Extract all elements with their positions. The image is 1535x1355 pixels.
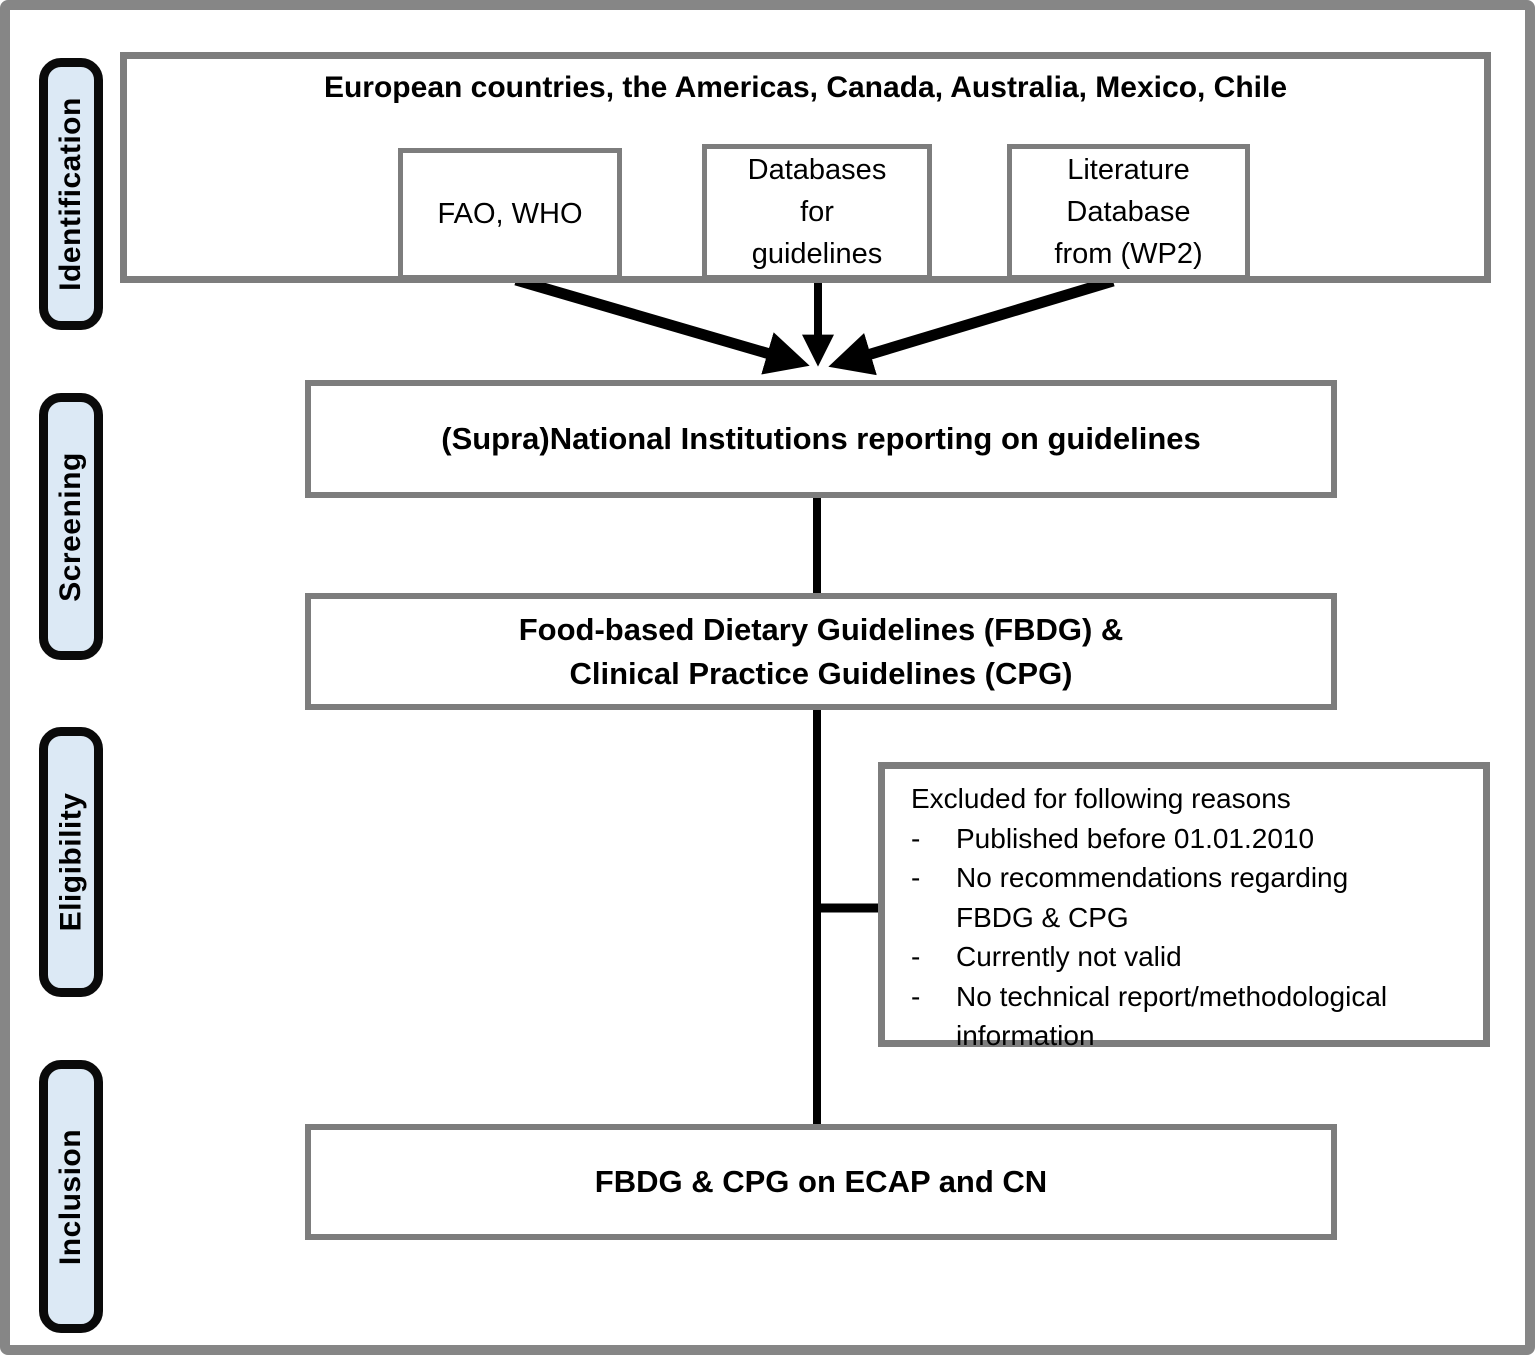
excluded-reason-text: No technical report/methodological infor… bbox=[956, 980, 1388, 1052]
scope-box-title: European countries, the Americas, Canada… bbox=[323, 71, 1288, 104]
excluded-reason-item: - No recommendations regarding FBDG & CP… bbox=[911, 858, 1469, 937]
bullet-dash: - bbox=[911, 941, 921, 972]
bullet-dash: - bbox=[911, 980, 921, 1012]
connector-literature-to-institutions bbox=[828, 275, 1115, 376]
guidelines-box: Food-based Dietary Guidelines (FBDG) & C… bbox=[305, 593, 1337, 710]
stage-eligibility: Eligibility bbox=[39, 727, 103, 997]
stage-eligibility-label: Eligibility bbox=[54, 792, 88, 932]
source-box-literature: Literature Database from (WP2) bbox=[1007, 144, 1250, 280]
institutions-box: (Supra)National Institutions reporting o… bbox=[305, 380, 1337, 498]
connector-fao-to-institutions bbox=[514, 274, 810, 375]
guidelines-box-label: Food-based Dietary Guidelines (FBDG) & C… bbox=[518, 611, 1124, 691]
source-box-fao-who-label: FAO, WHO bbox=[437, 198, 583, 230]
stage-identification: Identification bbox=[39, 58, 103, 330]
excluded-reason-item: - Published before 01.01.2010 bbox=[911, 819, 1469, 859]
institutions-box-label: (Supra)National Institutions reporting o… bbox=[441, 421, 1201, 456]
stage-inclusion-label: Inclusion bbox=[54, 1128, 87, 1265]
bullet-dash: - bbox=[911, 862, 921, 893]
excluded-box: Excluded for following reasons - Publish… bbox=[878, 762, 1490, 1051]
excluded-reason-text: Currently not valid bbox=[956, 941, 1182, 972]
stage-screening-label: Screening bbox=[54, 451, 87, 602]
stage-identification-label: Identification bbox=[54, 97, 88, 291]
source-box-literature-label: Literature Database from (WP2) bbox=[1054, 154, 1203, 270]
stage-screening: Screening bbox=[39, 393, 103, 660]
excluded-reason-text: No recommendations regarding FBDG & CPG bbox=[956, 862, 1349, 933]
excluded-box-title: Excluded for following reasons bbox=[911, 783, 1291, 814]
bullet-dash: - bbox=[911, 822, 921, 854]
stage-inclusion: Inclusion bbox=[39, 1060, 103, 1333]
source-box-databases-label: Databases for guidelines bbox=[747, 154, 887, 270]
included-box: FBDG & CPG on ECAP and CN bbox=[305, 1124, 1337, 1240]
source-box-databases: Databases for guidelines bbox=[702, 144, 932, 280]
source-box-fao-who: FAO, WHO bbox=[398, 148, 622, 280]
excluded-reason-item: - Currently not valid bbox=[911, 937, 1469, 977]
included-box-label: FBDG & CPG on ECAP and CN bbox=[594, 1164, 1048, 1199]
excluded-reason-text: Published before 01.01.2010 bbox=[956, 822, 1315, 854]
excluded-reasons-list: - Published before 01.01.2010 - No recom… bbox=[911, 819, 1469, 1056]
excluded-reason-item: - No technical report/methodological inf… bbox=[911, 977, 1469, 1056]
